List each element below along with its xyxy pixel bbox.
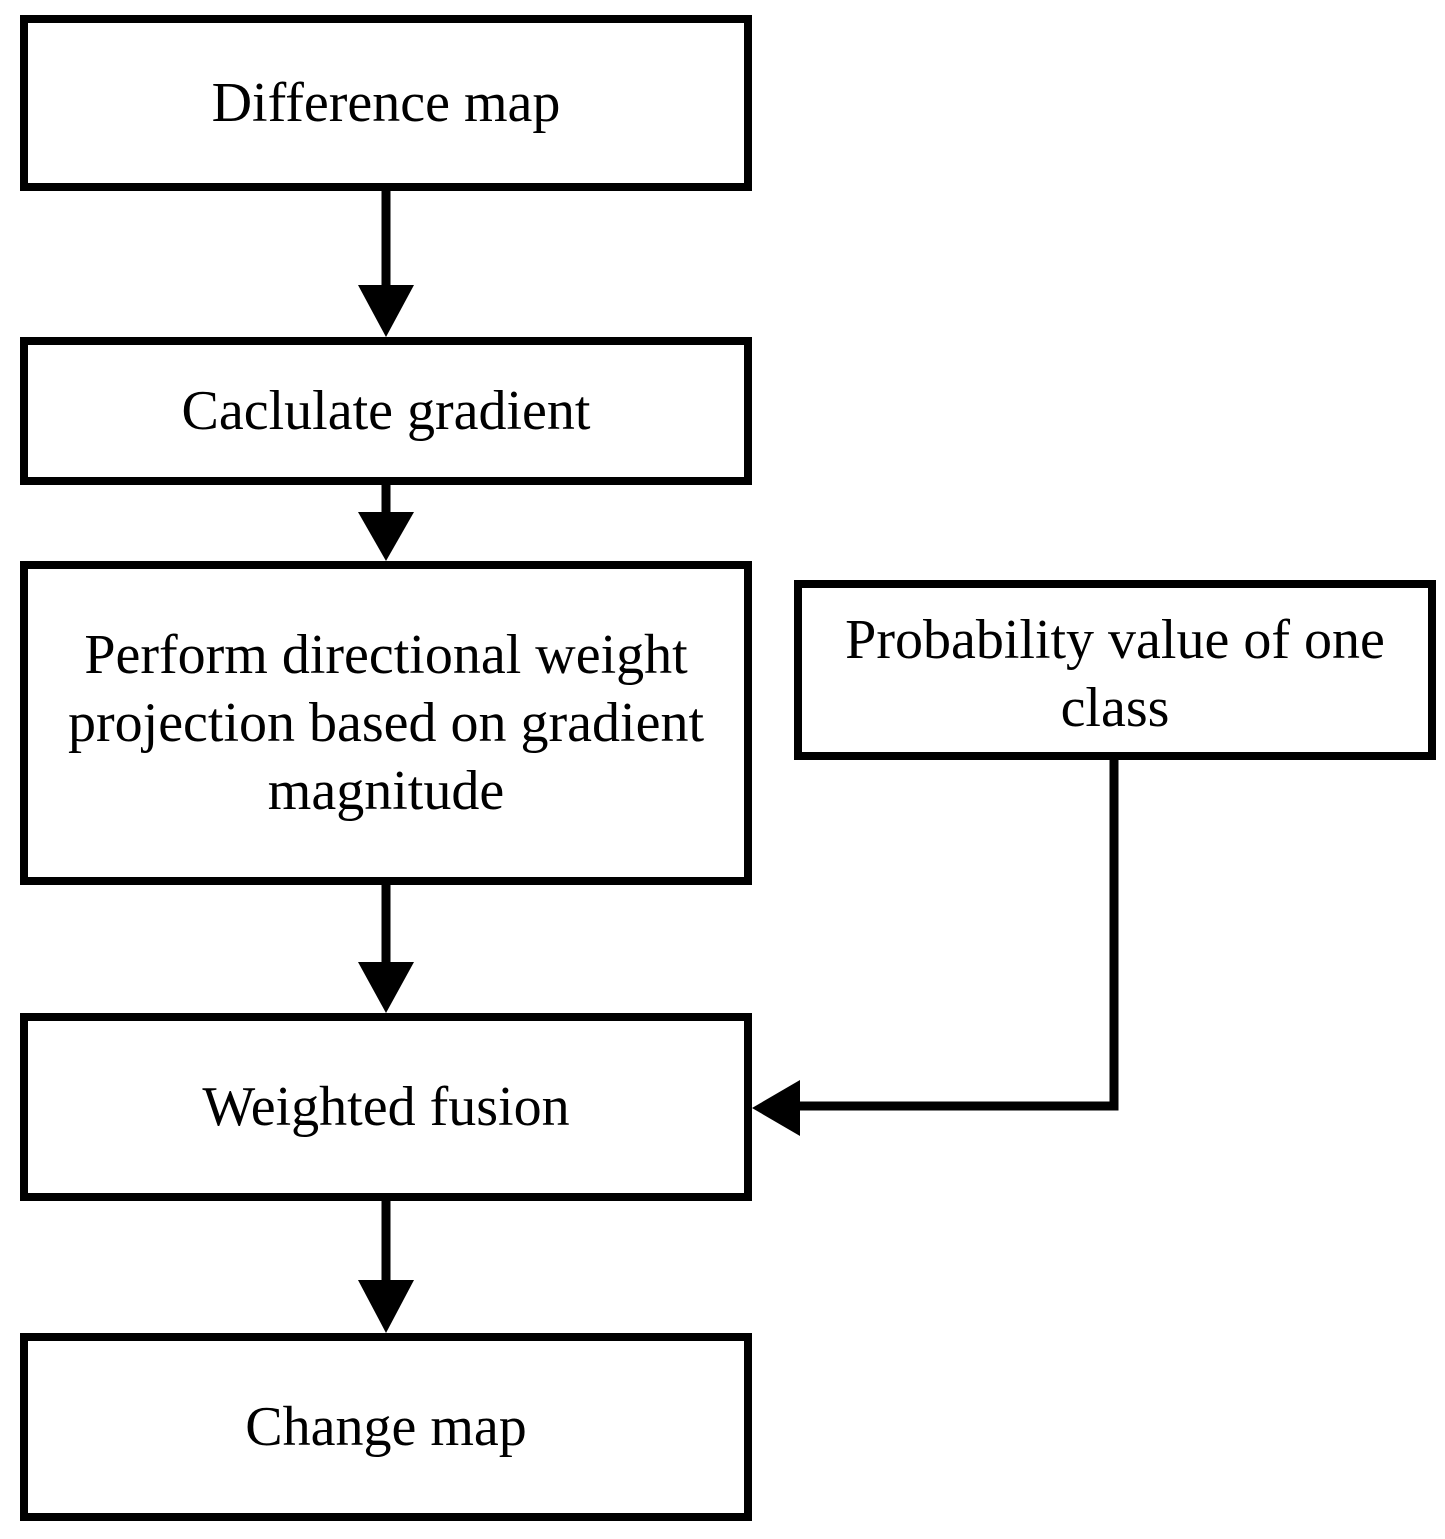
arrow-prob-to-fusion-head (752, 1080, 800, 1136)
node-change-map: Change map (20, 1333, 752, 1521)
node-weighted-fusion: Weighted fusion (20, 1013, 752, 1201)
node-change-map-label: Change map (245, 1396, 527, 1458)
arrow-fusion-to-change-head (358, 1280, 414, 1333)
node-difference-map-label: Difference map (211, 72, 561, 134)
node-weighted-fusion-label: Weighted fusion (202, 1076, 570, 1138)
node-calculate-gradient: Caclulate gradient (20, 337, 752, 485)
node-calculate-gradient-label: Caclulate gradient (181, 380, 591, 442)
arrow-proj-to-fusion-head (358, 962, 414, 1013)
node-probability-value-label: Probability value of one class (845, 609, 1385, 739)
arrow-diff-to-grad-head (358, 285, 414, 337)
arrow-prob-to-fusion-shaft (790, 760, 1119, 1111)
node-probability-value: Probability value of one class (794, 580, 1436, 760)
node-directional-projection: Perform directional weight projection ba… (20, 561, 752, 885)
node-difference-map: Difference map (20, 15, 752, 191)
node-directional-projection-label: Perform directional weight projection ba… (67, 624, 704, 822)
arrow-grad-to-proj-head (358, 512, 414, 561)
